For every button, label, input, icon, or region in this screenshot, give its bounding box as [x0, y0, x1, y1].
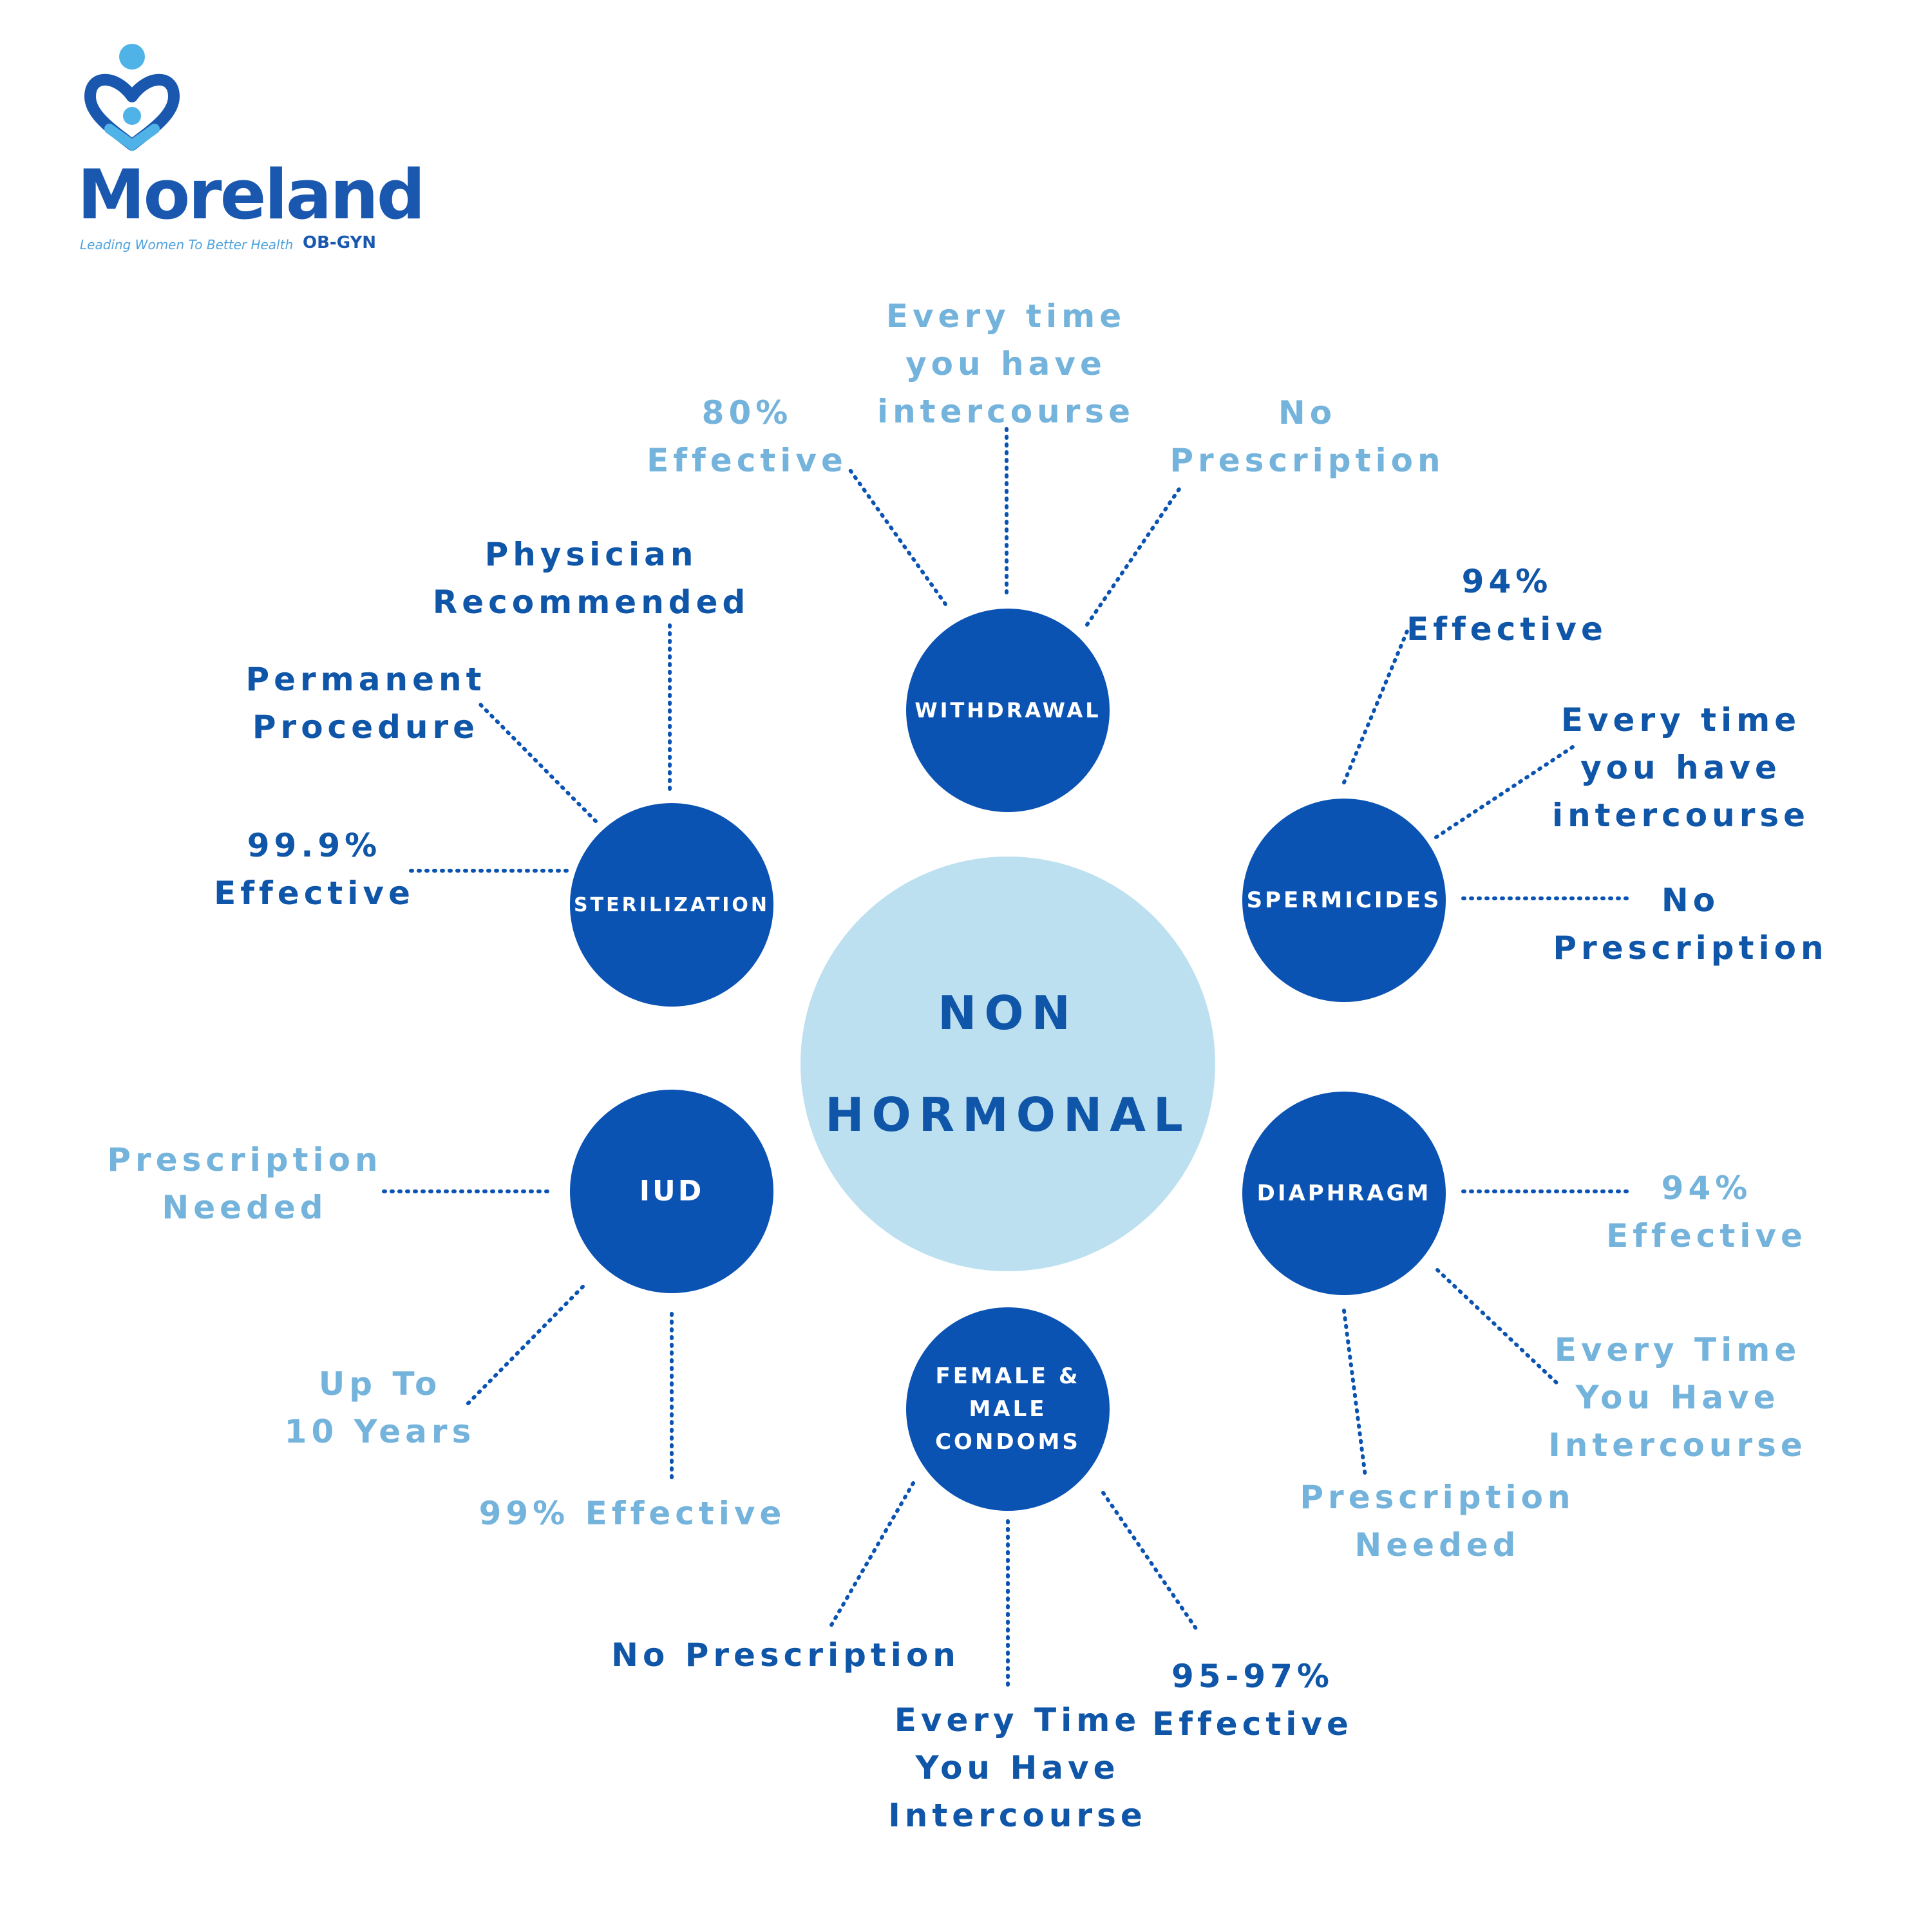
method-label-sterilization: STERILIZATION [574, 893, 770, 916]
connector-line [1342, 629, 1409, 784]
connector-line [829, 1481, 915, 1628]
connector-line [848, 468, 947, 606]
method-node-condoms: FEMALE & MALE CONDOMS [906, 1307, 1110, 1511]
method-node-withdrawal: WITHDRAWAL [906, 609, 1110, 812]
fact-diaphragm-usage: Every Time You Have Intercourse [1548, 1331, 1807, 1464]
logo-wordmark: Moreland [77, 155, 426, 234]
center-hub: NON HORMONAL [800, 857, 1215, 1271]
fact-spermicides-usage: Every time you have intercourse [1551, 701, 1810, 834]
connector-line [1342, 1309, 1367, 1478]
center-label: NON HORMONAL [825, 985, 1191, 1142]
connector-line [466, 1285, 585, 1406]
fact-condoms-usage: Every Time You Have Intercourse [888, 1701, 1147, 1834]
method-label-diaphragm: DIAPHRAGM [1256, 1180, 1432, 1206]
fact-withdrawal-effectiveness: 80% Effective [647, 394, 848, 479]
fact-diaphragm-effectiveness: 94% Effective [1606, 1170, 1807, 1255]
connector-line [476, 700, 598, 823]
fact-sterilization-duration: Permanent Procedure [245, 661, 486, 746]
heart-logo-icon [84, 44, 180, 151]
fact-iud-prescription: Prescription Needed [107, 1141, 383, 1226]
fact-condoms-prescription: No Prescription [611, 1636, 960, 1674]
method-label-iud: IUD [639, 1175, 705, 1208]
fact-iud-duration: Up To 10 Years [284, 1365, 476, 1450]
fact-withdrawal-prescription: No Prescription [1170, 394, 1445, 479]
fact-diaphragm-prescription: Prescription Needed [1300, 1479, 1575, 1564]
fact-sterilization-recommendation: Physician Recommended [432, 536, 750, 621]
fact-sterilization-effectiveness: 99.9% Effective [214, 827, 415, 912]
method-label-withdrawal: WITHDRAWAL [914, 698, 1101, 723]
method-node-spermicides: SPERMICIDES [1242, 799, 1446, 1002]
logo-tagline: Leading Women To Better Health [80, 237, 294, 252]
fact-spermicides-effectiveness: 94% Effective [1406, 563, 1607, 648]
logo-suffix: OB-GYN [303, 233, 377, 252]
connector-line [1085, 486, 1182, 627]
method-label-spermicides: SPERMICIDES [1246, 887, 1442, 913]
fact-iud-effectiveness: 99% Effective [478, 1495, 786, 1532]
fact-condoms-effectiveness: 95-97% Effective [1152, 1658, 1353, 1743]
method-node-diaphragm: DIAPHRAGM [1242, 1092, 1446, 1295]
connector-line [1101, 1491, 1198, 1631]
method-label-condoms: FEMALE & MALE CONDOMS [935, 1363, 1081, 1455]
connector-line [1435, 1268, 1559, 1385]
fact-spermicides-prescription: No Prescription [1553, 882, 1828, 967]
fact-withdrawal-usage: Every time you have intercourse [876, 298, 1135, 430]
method-node-iud: IUD [570, 1090, 773, 1293]
method-node-sterilization: STERILIZATION [570, 803, 773, 1007]
